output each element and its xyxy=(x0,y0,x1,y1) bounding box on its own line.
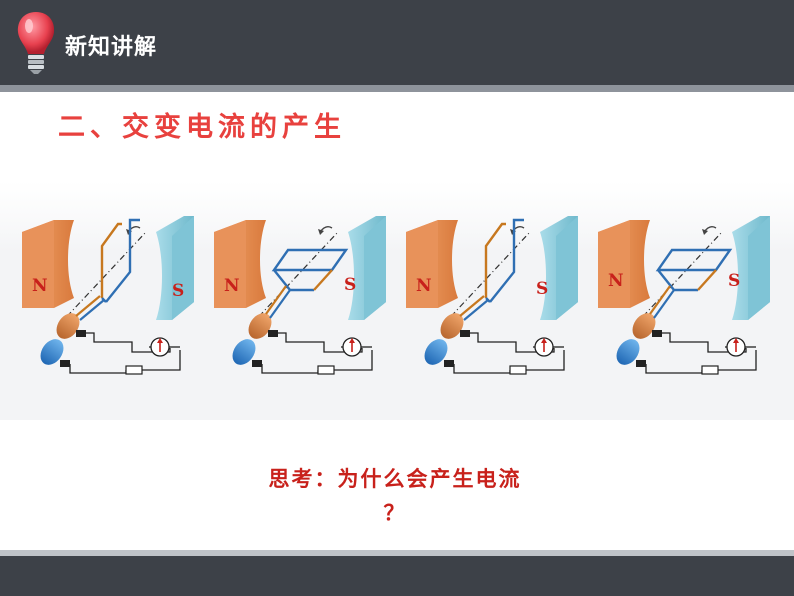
north-label: N xyxy=(224,276,240,296)
question-text: 思考：为什么会产生电流 ？ xyxy=(240,462,550,530)
section-title: 二、交变电流的产生 xyxy=(58,112,346,143)
question-line-2: ？ xyxy=(383,501,407,525)
north-label: N xyxy=(32,276,48,296)
south-label: S xyxy=(344,275,356,295)
header-bar: 新知讲解 xyxy=(0,0,794,85)
generator-figure-1: N S xyxy=(21,215,195,375)
footer-stripe xyxy=(0,550,794,556)
generator-figure-2: N S xyxy=(213,215,387,375)
footer-bar xyxy=(0,556,794,596)
south-label: S xyxy=(536,279,548,299)
generator-figures: N S N S N S N S xyxy=(0,180,794,420)
generator-figure-4: N S xyxy=(597,215,771,375)
header-title: 新知讲解 xyxy=(65,35,158,60)
lightbulb-icon xyxy=(17,12,55,74)
north-label: N xyxy=(416,276,432,296)
generator-figure-3: N S xyxy=(405,215,579,375)
header-stripe xyxy=(0,85,794,92)
south-label: S xyxy=(728,271,740,291)
question-line-1: 思考：为什么会产生电流 xyxy=(268,467,522,491)
south-label: S xyxy=(172,281,184,301)
north-label: N xyxy=(608,271,624,291)
